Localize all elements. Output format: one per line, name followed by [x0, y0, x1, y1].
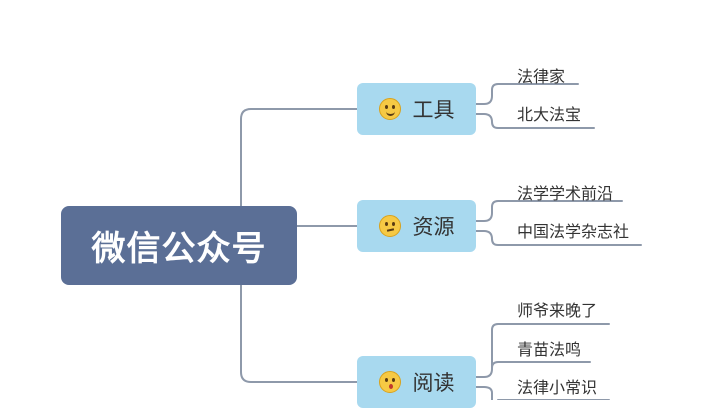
leaf-node-china-law-journal[interactable]: 中国法学杂志社 — [517, 222, 630, 241]
connector-tools-leaf-2 — [475, 113, 595, 129]
grinning-face-icon — [378, 98, 401, 120]
connector-resources-leaf-2 — [475, 230, 642, 246]
connector-reading-leaf-3 — [475, 386, 610, 400]
connector-reading-leaf-1 — [475, 323, 610, 378]
branch-node-label: 工具 — [412, 98, 455, 122]
root-node-label: 微信公众号 — [91, 229, 267, 269]
leaf-node-shiye[interactable]: 师爷来晚了 — [517, 301, 598, 320]
leaf-node-law-frontier[interactable]: 法学学术前沿 — [517, 184, 614, 203]
branch-node-tools[interactable]: 工具 — [357, 83, 476, 135]
leaf-node-falvjia[interactable]: 法律家 — [517, 67, 566, 86]
connector-tools-leaf-1 — [475, 83, 579, 105]
connector-resources-leaf-1 — [475, 200, 623, 222]
root-node[interactable]: 微信公众号 — [61, 206, 297, 285]
connector-root-reading — [240, 284, 358, 383]
leaf-node-pkulaw[interactable]: 北大法宝 — [517, 105, 582, 124]
leaf-node-law-tips[interactable]: 法律小常识 — [517, 378, 598, 397]
kissing-face-icon — [378, 371, 401, 393]
branch-node-label: 阅读 — [412, 371, 455, 395]
leaf-node-qingmiao[interactable]: 青苗法鸣 — [517, 340, 582, 359]
branch-node-resources[interactable]: 资源 — [357, 200, 476, 252]
branch-node-label: 资源 — [412, 215, 455, 239]
connector-root-tools — [240, 108, 358, 207]
branch-node-reading[interactable]: 阅读 — [357, 356, 476, 408]
connector-reading-leaf-2 — [491, 361, 591, 370]
confused-face-icon — [378, 215, 401, 237]
